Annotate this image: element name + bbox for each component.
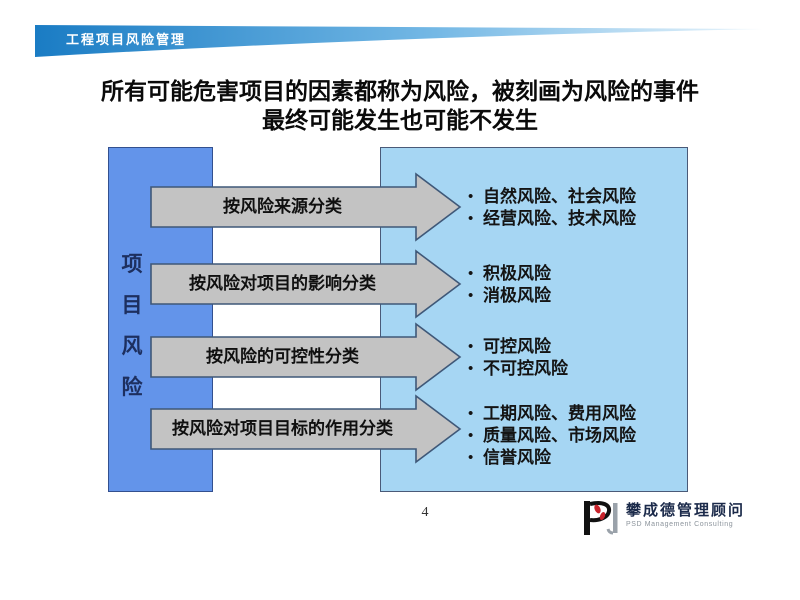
vertical-char: 险 <box>121 375 143 399</box>
bullet-item: 经营风险、技术风险 <box>466 208 681 230</box>
vertical-char: 目 <box>121 293 143 317</box>
bullet-item: 信誉风险 <box>466 447 681 469</box>
bullet-group-objectives: 工期风险、费用风险 质量风险、市场风险 信誉风险 <box>466 403 681 469</box>
bullet-item: 不可控风险 <box>466 358 681 380</box>
slide-title-line1: 所有可能危害项目的因素都称为风险，被刻画为风险的事件 <box>101 79 699 104</box>
bullet-group-controllability: 可控风险 不可控风险 <box>466 336 681 380</box>
slide-title: 所有可能危害项目的因素都称为风险，被刻画为风险的事件 最终可能发生也可能不发生 <box>0 77 800 135</box>
logo-name-en: PSD Management Consulting <box>626 521 734 528</box>
vertical-char: 风 <box>121 334 143 358</box>
header-swoosh-shape <box>35 25 763 57</box>
bullet-item: 自然风险、社会风险 <box>466 186 681 208</box>
header-title: 工程项目风险管理 <box>66 32 187 47</box>
arrow-label-impact: 按风险对项目的影响分类 <box>189 274 376 293</box>
logo-text: 攀成德管理顾问 PSD Management Consulting <box>626 500 745 529</box>
page-number: 4 <box>421 505 429 520</box>
arrow-shape-3 <box>150 322 462 392</box>
bullet-item: 积极风险 <box>466 263 681 285</box>
arrow-label-source: 按风险来源分类 <box>223 197 342 216</box>
vertical-char: 项 <box>121 252 143 276</box>
bullet-item: 可控风险 <box>466 336 681 358</box>
project-risk-vertical-label: 项 目 风 险 <box>118 254 146 398</box>
bullet-item: 消极风险 <box>466 285 681 307</box>
bullet-item: 工期风险、费用风险 <box>466 403 681 425</box>
logo-name-cn: 攀成德管理顾问 <box>626 503 746 519</box>
company-logo: 攀成德管理顾问 PSD Management Consulting <box>583 500 745 536</box>
arrow-shape-4 <box>150 394 462 464</box>
arrow-shape-2 <box>150 249 462 319</box>
arrow-label-objectives: 按风险对项目目标的作用分类 <box>172 419 393 438</box>
bullet-item: 质量风险、市场风险 <box>466 425 681 447</box>
slide-title-line2: 最终可能发生也可能不发生 <box>262 108 538 133</box>
arrow-shape-1 <box>150 172 462 242</box>
psd-logo-icon <box>584 500 618 535</box>
arrow-label-controllability: 按风险的可控性分类 <box>206 347 359 366</box>
bullet-group-source: 自然风险、社会风险 经营风险、技术风险 <box>466 186 681 230</box>
bullet-group-impact: 积极风险 消极风险 <box>466 263 681 307</box>
